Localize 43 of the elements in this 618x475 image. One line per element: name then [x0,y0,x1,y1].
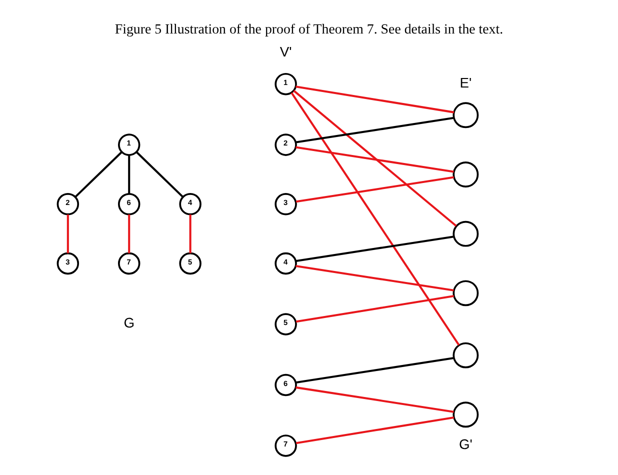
node-circle: 5 [274,312,297,335]
node-circle: 2 [274,133,297,156]
node-circle: 3 [274,192,297,215]
connector [296,146,454,172]
node-circle [452,401,479,428]
connector [293,89,457,226]
label: E' [460,74,472,90]
node-circle: 4 [274,252,297,274]
node-circle: 3 [56,252,80,274]
label: G [124,314,135,330]
node-circle: 6 [274,373,297,396]
connector [128,154,130,194]
node-circle: 2 [56,192,80,215]
connector [296,416,454,444]
connector [74,150,122,198]
node-circle: 5 [179,252,202,274]
connector [296,356,454,383]
node-circle [452,220,479,246]
node-circle: 7 [274,434,297,456]
node-circle: 4 [179,192,202,215]
connector [290,92,460,346]
connector [66,214,69,253]
connector [296,116,454,143]
connector [296,176,454,202]
node-circle [452,102,479,128]
connector [296,235,454,262]
connector [189,214,192,253]
node-circle: 6 [118,192,140,215]
connector [128,214,130,253]
connector [296,386,454,412]
node-circle: 7 [118,252,140,274]
caption: Figure 5 Illustration of the proof of Theorem 7. See details in the text. [114,22,504,38]
node-circle [452,342,479,368]
node-circle [452,280,479,306]
label: V' [280,43,292,60]
connector [136,150,184,198]
label: G' [458,435,472,452]
connector [296,264,454,291]
node-circle: 1 [274,72,297,95]
node-circle: 1 [118,133,140,156]
connector [296,294,454,322]
connector [296,85,454,113]
node-circle [452,161,479,187]
